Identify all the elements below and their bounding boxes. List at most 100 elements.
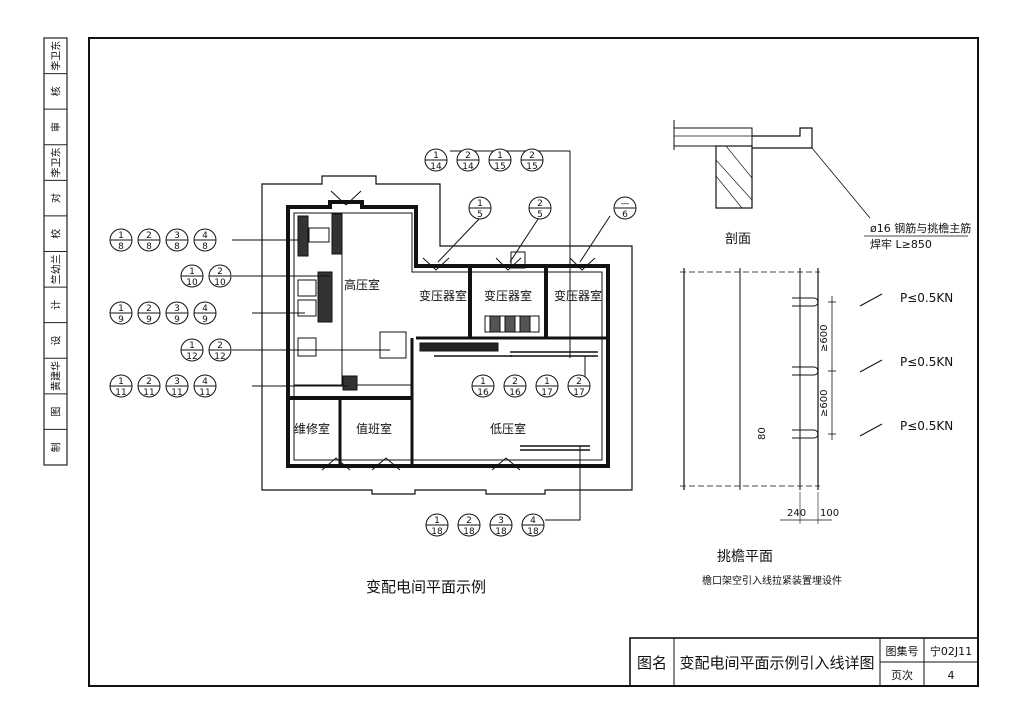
- dim-80: 80: [757, 427, 768, 440]
- callout-sheet: 12: [186, 352, 197, 362]
- callout-sheet: 10: [214, 278, 226, 288]
- callout-number: 3: [174, 304, 180, 314]
- callout-number: 1: [497, 151, 503, 161]
- callout-bottom: 418: [521, 513, 545, 537]
- callout-sheet: 8: [146, 242, 152, 252]
- callout-left11: 211: [137, 374, 161, 398]
- callout-sheet: 11: [199, 388, 210, 398]
- callout-number: 4: [202, 377, 208, 387]
- callout-top: 115: [488, 148, 512, 172]
- callout-sheet: 14: [462, 162, 474, 172]
- room-transformer-3: 变压器室: [554, 288, 602, 303]
- callout-t2: 25: [528, 196, 552, 220]
- room-labels: 高压室 变压器室 变压器室 变压器室 维修室 值班室 低压室: [294, 277, 602, 436]
- load-label-2: P≤0.5KN: [900, 355, 953, 369]
- callout-t1: 15: [468, 196, 492, 220]
- dim-240: 240: [787, 508, 806, 519]
- callout-sheet: 11: [115, 388, 126, 398]
- callout-mid: 117: [535, 374, 559, 398]
- sidebar-cell-text: 核: [50, 86, 63, 96]
- callout-top: 214: [456, 148, 480, 172]
- title-name-label: 图名: [637, 654, 667, 672]
- callout-sheet: 15: [494, 162, 505, 172]
- callout-left12: 112: [180, 338, 204, 362]
- callout-sheet: 18: [527, 527, 539, 537]
- page-value: 4: [948, 669, 955, 682]
- callout-mid: 116: [471, 374, 495, 398]
- callout-sheet: 18: [431, 527, 443, 537]
- drawing-frame: [88, 37, 979, 687]
- callout-number: 1: [189, 267, 195, 277]
- sidebar-cell-text: 李卫东: [50, 148, 63, 178]
- title-block: [629, 637, 979, 687]
- callout-bottom: 218: [457, 513, 481, 537]
- callout-top: 215: [520, 148, 544, 172]
- callout-number: 1: [118, 231, 124, 241]
- room-high-voltage: 高压室: [344, 277, 380, 292]
- load-label-1: P≤0.5KN: [900, 291, 953, 305]
- callout-sheet: 8: [174, 242, 180, 252]
- sidebar-cell-text: 对: [50, 193, 63, 203]
- callout-sheet: 18: [463, 527, 475, 537]
- callout-number: 2: [217, 341, 223, 351]
- callout-left11: 311: [165, 374, 189, 398]
- atlas-label: 图集号: [886, 644, 919, 658]
- eave-plan-detail: [680, 268, 883, 524]
- callout-left8: 38: [165, 228, 189, 252]
- sidebar-cell-text: 图: [51, 407, 63, 417]
- callout-left10: 210: [208, 264, 232, 288]
- callout-sheet: 11: [171, 388, 182, 398]
- callout-sheet: 9: [202, 315, 208, 325]
- callout-number: 2: [537, 199, 543, 209]
- room-duty: 值班室: [356, 421, 392, 436]
- sidebar-cell-text: 设: [51, 335, 63, 345]
- floor-plan: [261, 175, 633, 495]
- callout-left8: 18: [109, 228, 133, 252]
- rebar-note-2: 焊牢 L≥850: [870, 237, 932, 251]
- room-maintenance: 维修室: [294, 421, 330, 436]
- callout-mid: 217: [567, 374, 591, 398]
- callout-number: 4: [202, 231, 208, 241]
- sidebar-cell-text: 校: [50, 229, 63, 239]
- callout-left8: 48: [193, 228, 217, 252]
- sidebar-cell-text: 李卫东: [50, 41, 63, 71]
- page-label: 页次: [891, 668, 913, 682]
- callout-bottom: 318: [489, 513, 513, 537]
- eave-plan-subtitle: 檐口架空引入线拉紧装置埋设件: [702, 574, 842, 587]
- callout-number: 2: [465, 151, 471, 161]
- sidebar-cell-text: 黄建华: [50, 361, 63, 391]
- callout-t3: —6: [613, 196, 637, 220]
- callout-sheet: 18: [495, 527, 507, 537]
- callout-left9: 39: [165, 301, 189, 325]
- callout-number: 2: [466, 516, 472, 526]
- callout-symbols: 1142141152151525—61828384811021019293949…: [109, 148, 637, 537]
- callout-sheet: 17: [541, 388, 552, 398]
- callout-left11: 111: [109, 374, 133, 398]
- callout-number: 1: [480, 377, 486, 387]
- callout-sheet: 5: [477, 210, 483, 220]
- callout-left11: 411: [193, 374, 217, 398]
- callout-sheet: 9: [118, 315, 124, 325]
- callout-sheet: 14: [430, 162, 442, 172]
- callout-number: 1: [433, 151, 439, 161]
- section-label: 剖面: [725, 232, 751, 247]
- load-label-3: P≤0.5KN: [900, 419, 953, 433]
- callout-number: 2: [512, 377, 518, 387]
- sidebar-cell-text: 计: [50, 300, 63, 310]
- dim-600-upper: ≥600: [819, 325, 830, 352]
- callout-left9: 49: [193, 301, 217, 325]
- callout-sheet: 17: [573, 388, 584, 398]
- callout-number: 2: [217, 267, 223, 277]
- callout-number: 2: [146, 377, 152, 387]
- callout-sheet: 12: [214, 352, 225, 362]
- sidebar-cell-text: 审: [50, 122, 63, 132]
- callout-left8: 28: [137, 228, 161, 252]
- callout-sheet: 5: [537, 210, 543, 220]
- callout-number: 3: [498, 516, 504, 526]
- callout-number: 2: [576, 377, 582, 387]
- callout-number: 2: [146, 304, 152, 314]
- room-low-voltage: 低压室: [490, 421, 526, 436]
- callout-top: 114: [424, 148, 448, 172]
